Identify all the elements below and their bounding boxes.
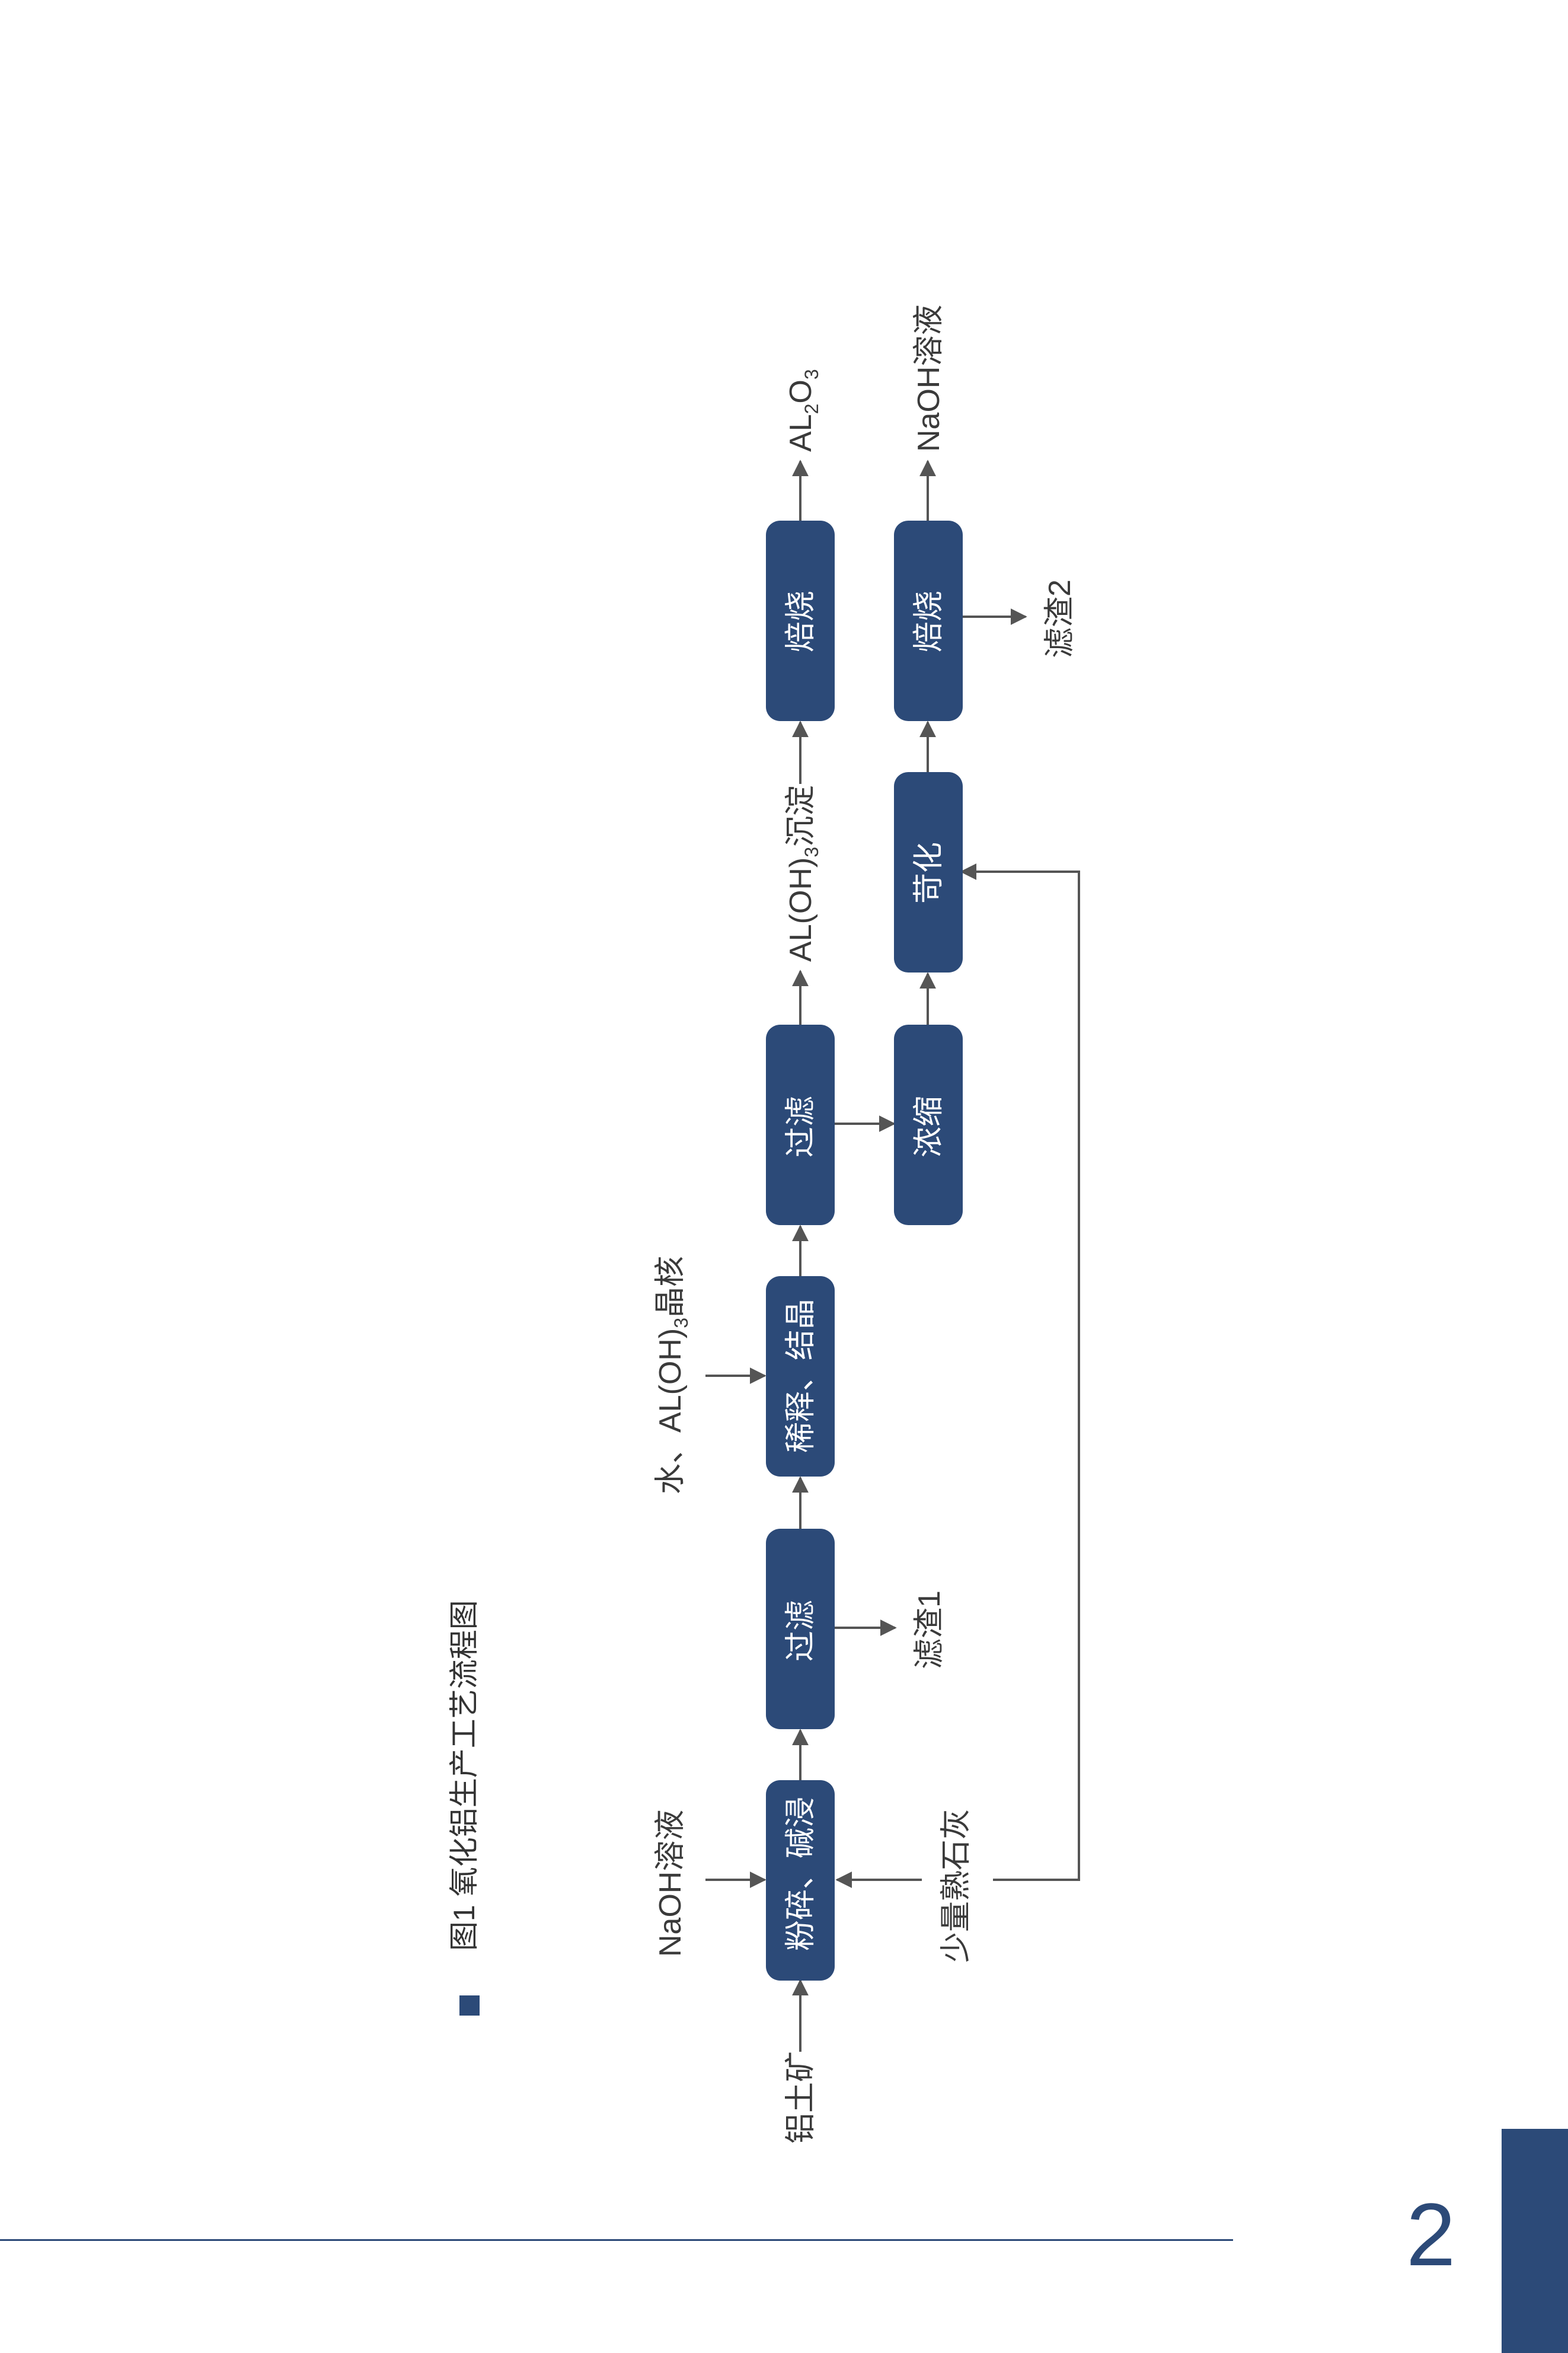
footer-divider [0,2239,1233,2241]
label-alumina-mid: O [784,380,818,403]
label-naoh-output: NaOH溶液 [912,305,946,452]
node-causticize: 苛化 [894,772,963,973]
label-alumina-prefix: AL [784,414,818,452]
node-dilute-crystallize: 稀释、结晶 [766,1276,835,1477]
label-water-seed-suffix: 晶核 [653,1256,688,1318]
node-filter-2: 过滤 [766,1025,835,1225]
label-water-seed-prefix: 水、AL(OH) [653,1328,688,1494]
label-lime: 少量熟石灰 [939,1809,973,1963]
node-filter-2-label: 过滤 [784,1096,818,1158]
node-filter-1: 过滤 [766,1529,835,1729]
label-residue-1: 滤渣1 [912,1590,947,1669]
node-concentrate: 浓缩 [894,1025,963,1225]
label-bauxite: 铝土矿 [784,2051,818,2144]
caption-bullet-icon [459,1995,480,2016]
node-filter-1-label: 过滤 [784,1600,818,1662]
node-calcine-2-label: 焙烧 [912,591,946,652]
node-calcine-2: 焙烧 [894,521,963,721]
label-precipitate-suffix: 沉淀 [784,785,818,847]
label-precipitate-sub: 3 [801,847,822,857]
label-precipitate-prefix: AL(OH) [784,857,818,962]
node-calcine-1-label: 焙烧 [784,591,818,652]
label-water-seed-sub: 3 [670,1318,692,1328]
node-grind-leach: 粉碎、碱浸 [766,1780,835,1981]
node-dilute-crystallize-label: 稀释、结晶 [784,1299,818,1453]
label-residue-2: 滤渣2 [1043,579,1077,658]
node-concentrate-label: 浓缩 [912,1096,946,1158]
label-alumina-sub2: 3 [801,369,822,380]
label-alumina: AL2O3 [784,369,822,452]
node-calcine-1: 焙烧 [766,521,835,721]
figure-caption: 图1 氧化铝生产工艺流程图 [448,1600,481,1951]
node-grind-leach-label: 粉碎、碱浸 [784,1797,818,1951]
page-number: 2 [1406,2185,1455,2284]
label-naoh-input: NaOH溶液 [653,1810,688,1957]
label-alumina-sub1: 2 [801,404,822,415]
label-precipitate: AL(OH)3沉淀 [784,785,822,962]
label-water-seed: 水、AL(OH)3晶核 [653,1256,692,1494]
node-causticize-label: 苛化 [912,842,946,904]
page-tab-block [1502,2129,1568,2353]
arrow-lime-to-causticize [960,863,1080,1881]
